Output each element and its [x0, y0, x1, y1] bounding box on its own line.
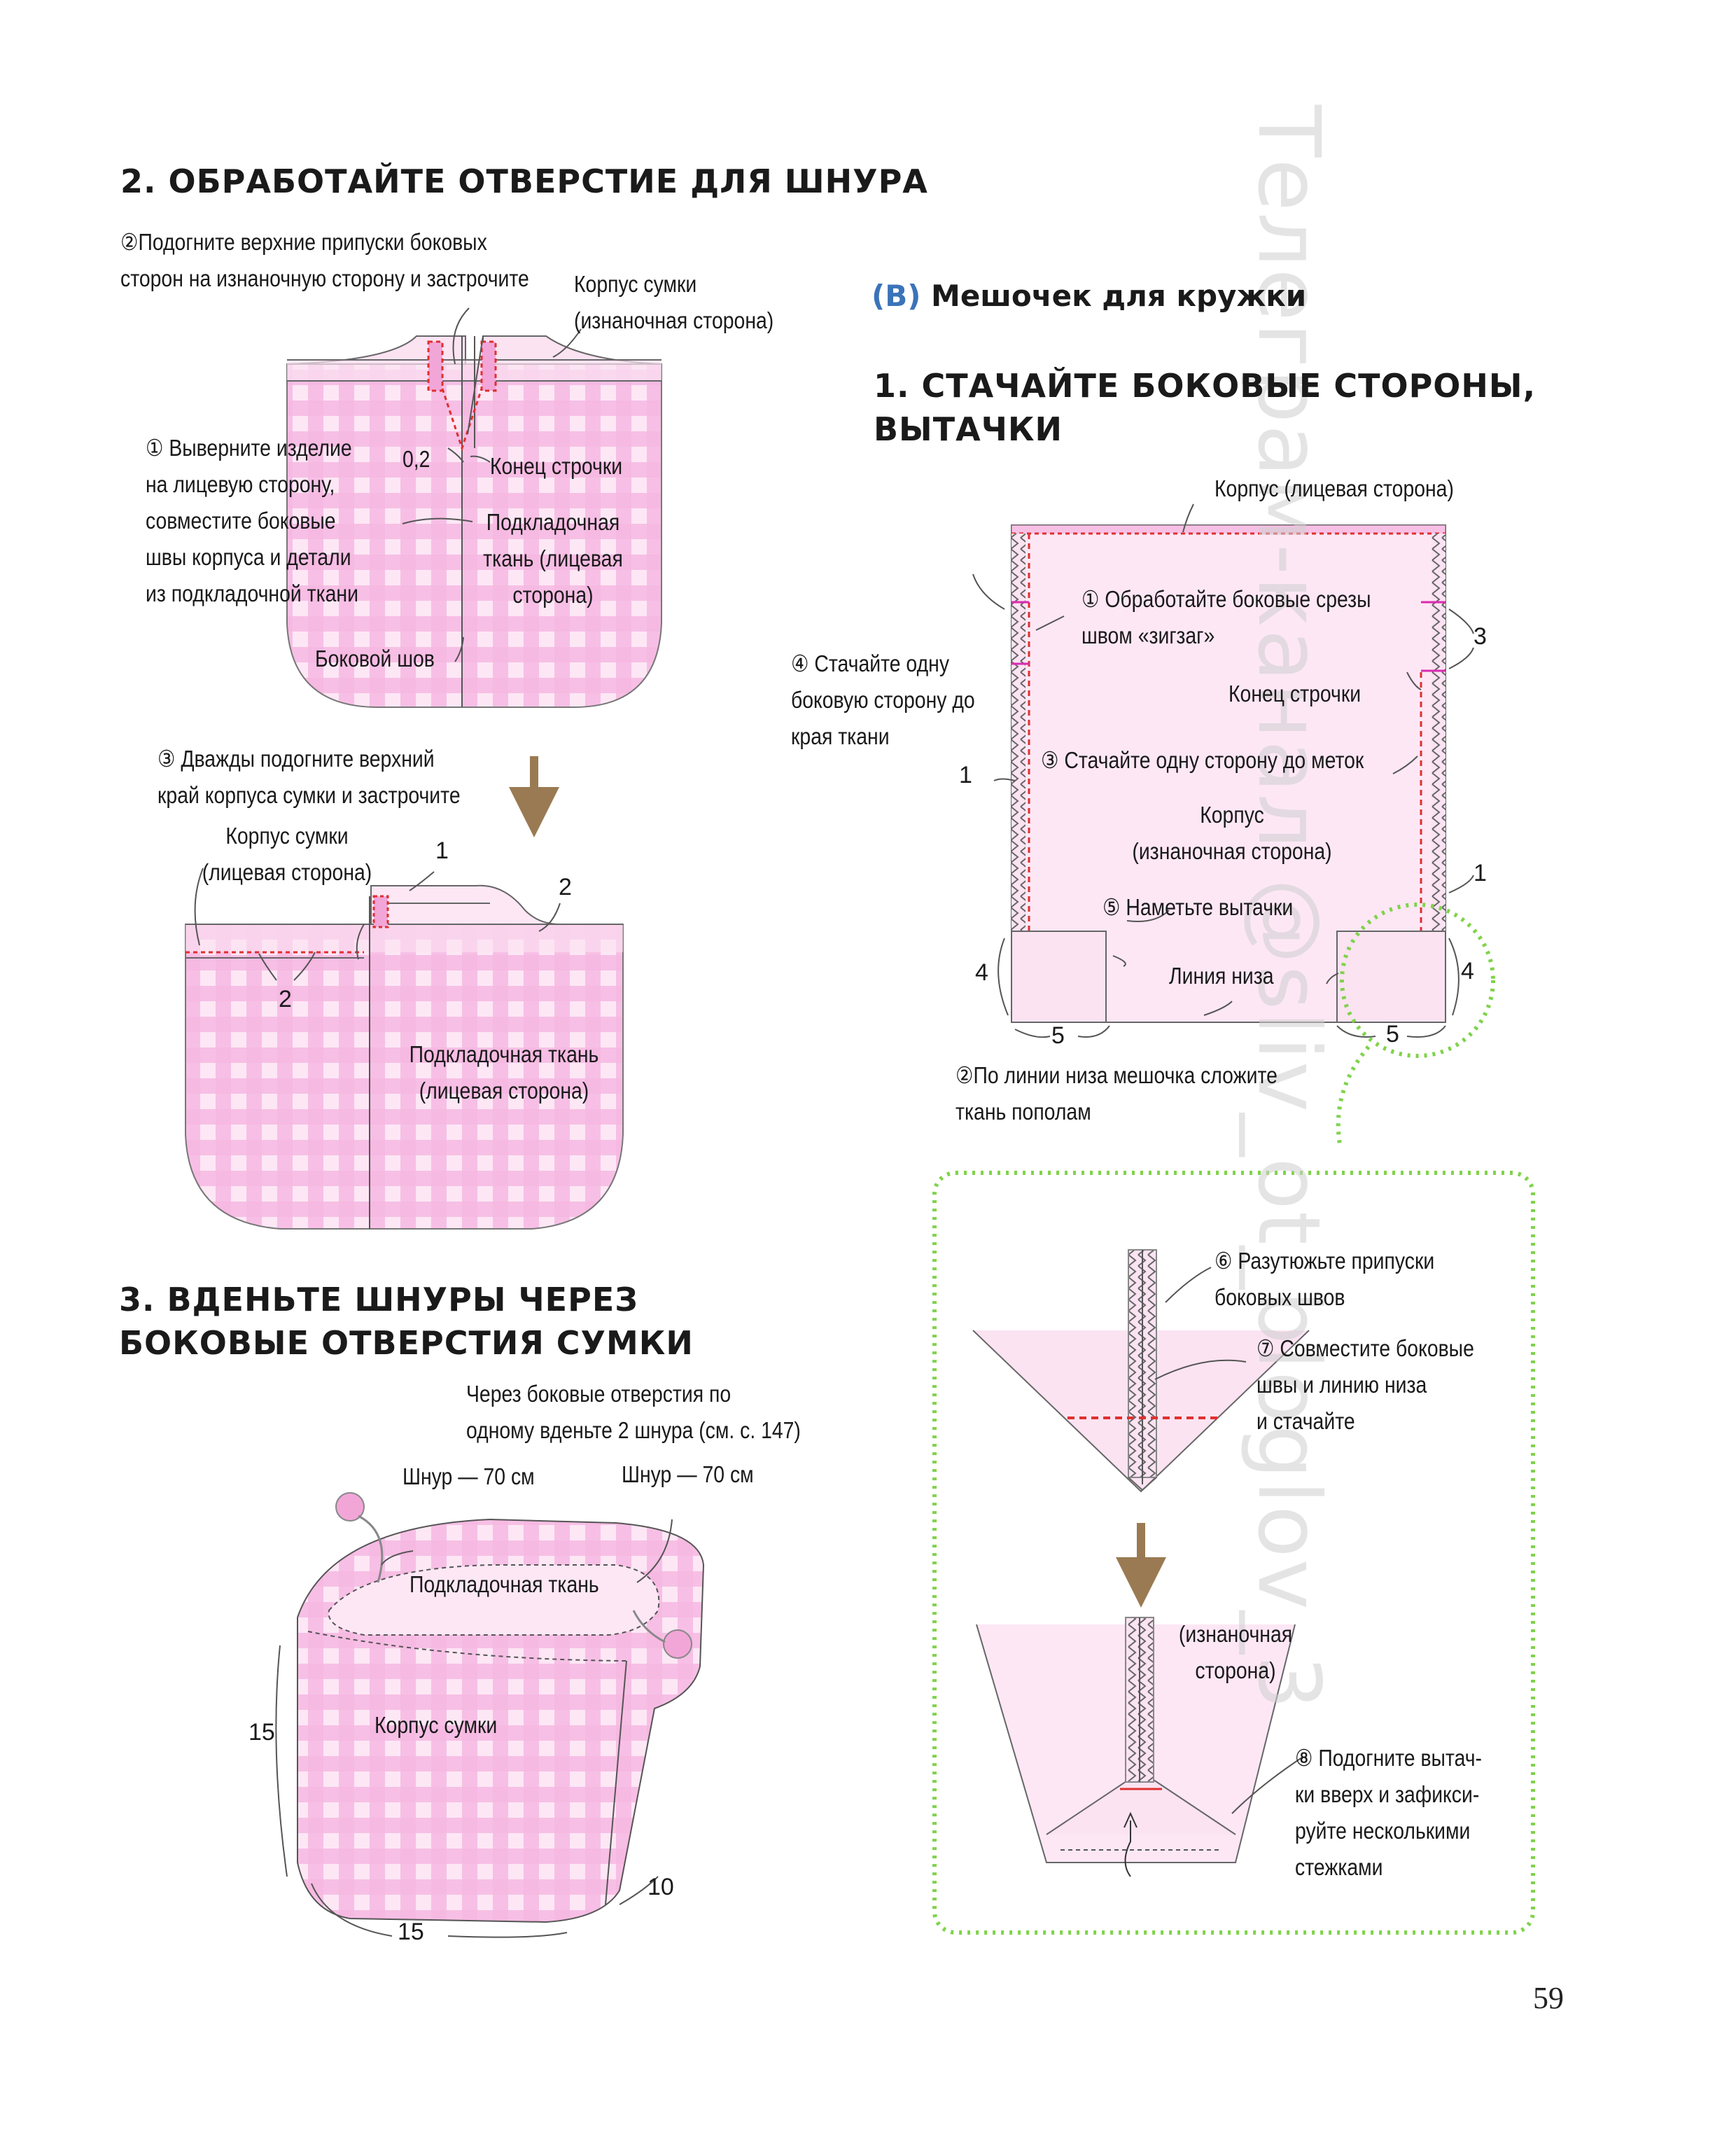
sectionB-num-1-right: 1: [1474, 860, 1487, 886]
sectionB-bottom-line-label: Линия низа: [1169, 963, 1274, 989]
section2-body-right-label: Корпус сумки (лицевая сторона): [202, 823, 372, 885]
watermark: Телеграм-канал @sliv_ot_bloglov_3: [1239, 105, 1338, 1711]
sectionB-step5-label: ⑤ Наметьте вытачки: [1102, 894, 1294, 920]
section2-dim-02: 0,2: [402, 446, 430, 472]
detail-corner-bottom: [976, 1617, 1303, 1877]
sectionB-stitch-end-label: Конец строчки: [1228, 681, 1362, 706]
sectionB-num-3: 3: [1474, 623, 1487, 650]
sectionB-body-right-label: Корпус (лицевая сторона): [1214, 475, 1454, 501]
section3-cord-right: Шнур — 70 см: [622, 1461, 754, 1487]
section3-dim-15-bottom: 15: [398, 1919, 424, 1945]
sectionB-title-text: Мешочек для кружки: [931, 279, 1307, 313]
section2-step3-label: ③ Дважды подогните верхний край корпуса …: [158, 746, 461, 808]
section2-lining-label-2: Подкладочная ткань (лицевая сторона): [409, 1041, 599, 1104]
sectionB-step6-label: ⑥ Разутюжьте припуски боковых швов: [1214, 1248, 1435, 1310]
section2-lining-label: Подкладочная ткань (лицевая сторона): [483, 509, 623, 608]
section3-dim-15-left: 15: [248, 1719, 275, 1746]
section2-side-seam-label: Боковой шов: [315, 646, 435, 671]
sectionB-step1-label: ① Обработайте боковые срезы швом «зигзаг…: [1082, 586, 1371, 648]
section3-lining-label: Подкладочная ткань: [410, 1571, 599, 1597]
detail-box: [932, 1171, 1535, 1935]
section2-heading: 2. ОБРАБОТАЙТЕ ОТВЕРСТИЕ ДЛЯ ШНУРА: [120, 162, 928, 200]
sectionB-letter: (B): [872, 279, 921, 313]
section2-top-diagram: [286, 307, 662, 708]
section3-body-label: Корпус сумки: [374, 1712, 498, 1738]
sectionB-num-1-left: 1: [959, 762, 972, 788]
sectionB-step7-label: ⑦ Совместите боковые швы и линию низа и …: [1256, 1335, 1474, 1434]
section2-num-2b: 2: [279, 986, 292, 1012]
sectionB-heading: 1. СТАЧАЙТЕ БОКОВЫЕ СТОРОНЫ, ВЫТАЧКИ: [874, 367, 1536, 448]
page-number: 59: [1533, 1981, 1564, 2015]
sectionB-wrong-side-label: (изнаночная сторона): [1178, 1621, 1293, 1683]
section3-heading: 3. ВДЕНЬТЕ ШНУРЫ ЧЕРЕЗ БОКОВЫЕ ОТВЕРСТИЯ…: [119, 1281, 694, 1362]
section2-bottom-diagram: [185, 868, 624, 1230]
section2-body-wrong-label: Корпус сумки (изнаночная сторона): [574, 271, 774, 333]
sectionB-step3-label: ③ Стачайте одну сторону до меток: [1041, 747, 1364, 773]
section3-cord-left: Шнур — 70 см: [402, 1463, 535, 1489]
sectionB-title: (B) Мешочек для кружки: [872, 279, 1306, 313]
section3-note: Через боковые отверстия по одному вденьт…: [466, 1381, 801, 1443]
section2-num-1: 1: [435, 837, 449, 864]
sectionB-rect-diagram: [972, 503, 1495, 1149]
section2-step1-label: ① Выверните изделие на лицевую сторону, …: [146, 435, 358, 606]
sectionB-num-5-right: 5: [1386, 1021, 1399, 1047]
detail-corner-top: [972, 1249, 1310, 1493]
section2-stitch-end-label: Конец строчки: [490, 453, 623, 479]
section2-step2-label: ②Подогните верхние припуски боковых стор…: [120, 229, 529, 291]
sectionB-num-4-right: 4: [1461, 958, 1474, 984]
sectionB-body-wrong-label: Корпус (изнаночная сторона): [1132, 802, 1332, 864]
sectionB-step2-label: ②По линии низа мешочка сложите ткань поп…: [955, 1062, 1278, 1125]
sectionB-num-5-left: 5: [1051, 1022, 1065, 1049]
section3-dim-10: 10: [648, 1874, 674, 1900]
sectionB-step8-label: ⑧ Подогните вытач- ки вверх и зафикси- р…: [1295, 1745, 1483, 1880]
section2-num-2a: 2: [559, 874, 572, 900]
sectionB-num-4-left: 4: [975, 959, 988, 986]
section3-bag-diagram: [275, 1492, 705, 1938]
sectionB-step4-label: ④ Стачайте одну боковую сторону до края …: [791, 650, 975, 749]
